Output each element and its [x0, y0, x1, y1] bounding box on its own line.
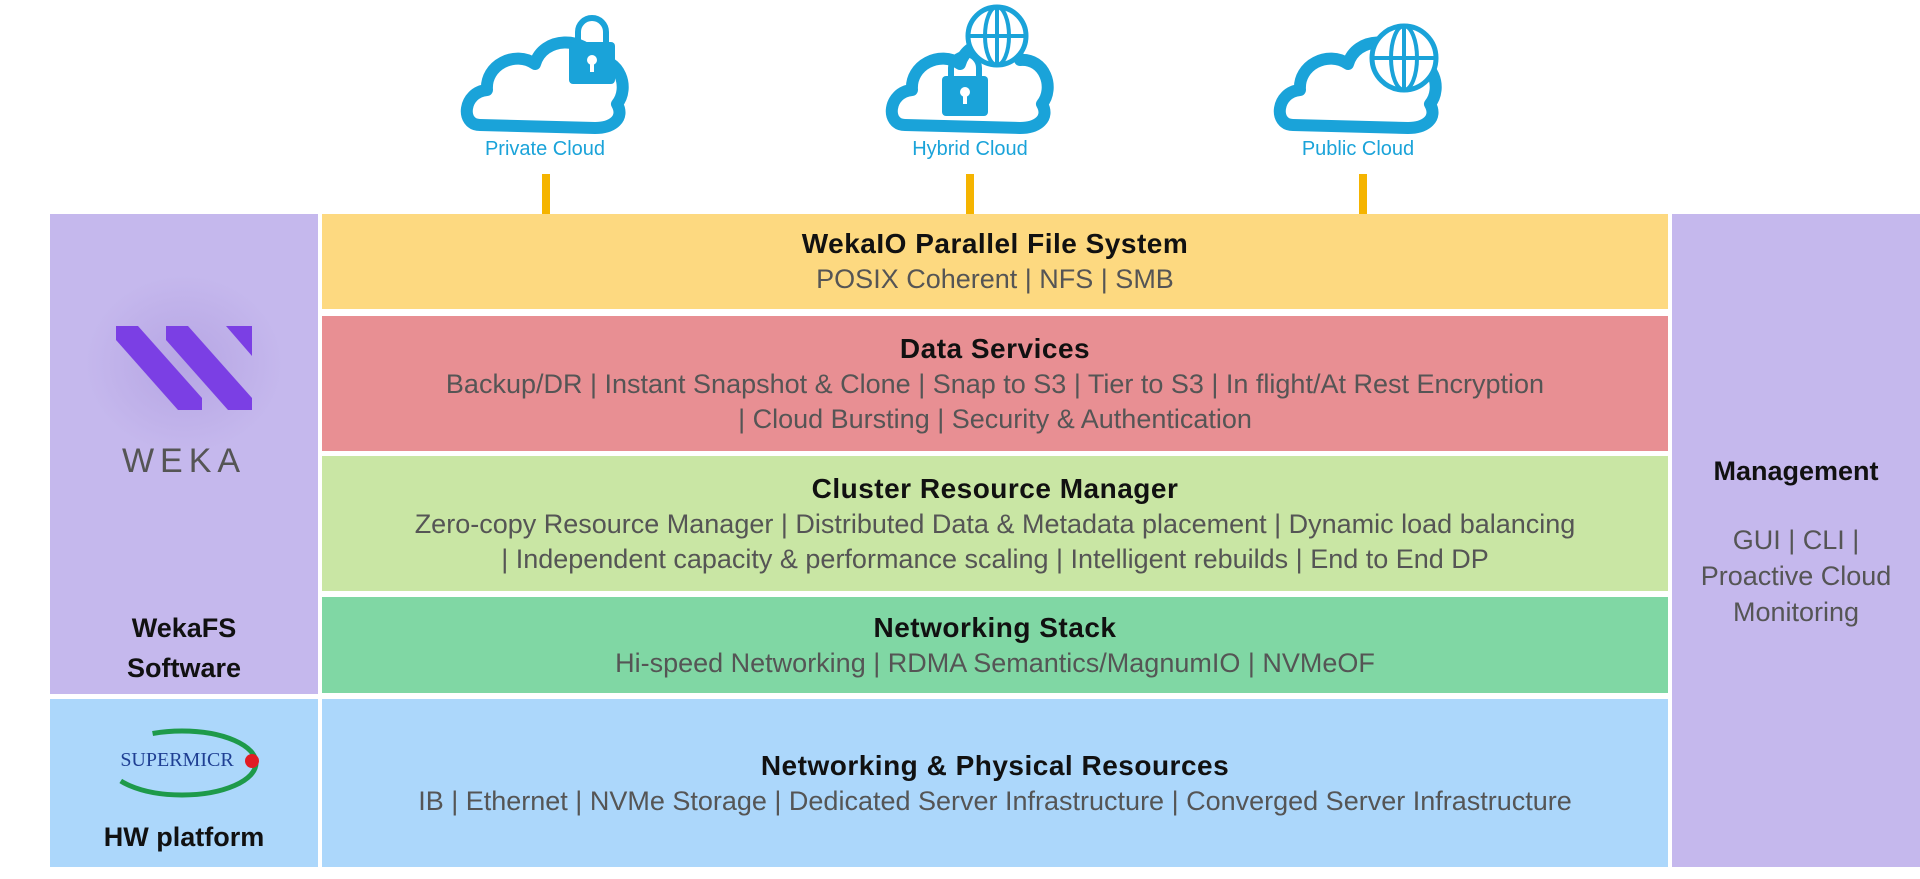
weka-logo-icon — [116, 326, 252, 410]
hw-platform-label: HW platform — [103, 822, 265, 852]
cloud-globe-icon — [1273, 23, 1442, 134]
wekafs-label-line2: Software — [126, 653, 242, 683]
wekafs-software-panel: WEKA WekaFS Software — [50, 214, 318, 694]
layer-text-line: Backup/DR | Instant Snapshot & Clone | S… — [445, 368, 1545, 399]
public-cloud: Public Cloud — [1258, 0, 1458, 170]
supermicro-logo-icon — [104, 727, 260, 799]
layer-parallel-file-system: WekaIO Parallel File System POSIX Cohere… — [322, 214, 1668, 309]
layer-title: Data Services — [899, 332, 1091, 364]
layer-text-line: | Cloud Bursting | Security & Authentica… — [738, 403, 1252, 434]
layer-physical-resources: Networking & Physical Resources IB | Eth… — [322, 699, 1668, 867]
hybrid-cloud: Hybrid Cloud — [870, 0, 1070, 170]
hybrid-cloud-connector — [966, 174, 974, 214]
layer-networking-stack: Networking Stack Hi-speed Networking | R… — [322, 597, 1668, 693]
management-title: Management — [1713, 456, 1879, 486]
layer-title: Cluster Resource Manager — [811, 472, 1179, 504]
layer-text-line: | Independent capacity & performance sca… — [501, 543, 1489, 574]
hybrid-cloud-label: Hybrid Cloud — [912, 138, 1028, 160]
management-text-line: GUI | CLI | — [1732, 525, 1860, 555]
layer-text-line: Zero-copy Resource Manager | Distributed… — [414, 508, 1576, 539]
layer-data-services: Data Services Backup/DR | Instant Snapsh… — [322, 316, 1668, 451]
private-cloud: Private Cloud — [445, 0, 645, 170]
management-text-line: Monitoring — [1732, 597, 1860, 627]
supermicro-logo-text: SUPERMICR — [120, 749, 234, 771]
layer-text-line: IB | Ethernet | NVMe Storage | Dedicated… — [418, 785, 1572, 816]
layer-title: WekaIO Parallel File System — [801, 228, 1189, 259]
wekafs-label-line1: WekaFS — [131, 613, 237, 643]
public-cloud-label: Public Cloud — [1301, 138, 1415, 160]
management-panel: Management GUI | CLI | Proactive Cloud M… — [1672, 214, 1920, 867]
layer-text-line: POSIX Coherent | NFS | SMB — [816, 264, 1174, 294]
cloud-lock-globe-icon — [885, 4, 1054, 134]
weka-logo-text: WEKA — [121, 442, 247, 480]
private-cloud-label: Private Cloud — [484, 138, 606, 160]
layer-title: Networking & Physical Resources — [760, 749, 1230, 781]
layer-title: Networking Stack — [873, 611, 1117, 643]
layer-cluster-resource-manager: Cluster Resource Manager Zero-copy Resou… — [322, 456, 1668, 591]
hw-platform-panel: SUPERMICR HW platform — [50, 699, 318, 867]
management-text-line: Proactive Cloud — [1700, 561, 1892, 591]
layer-text-line: Hi-speed Networking | RDMA Semantics/Mag… — [615, 647, 1375, 678]
cloud-lock-icon — [460, 15, 629, 134]
public-cloud-connector — [1359, 174, 1367, 214]
private-cloud-connector — [542, 174, 550, 214]
